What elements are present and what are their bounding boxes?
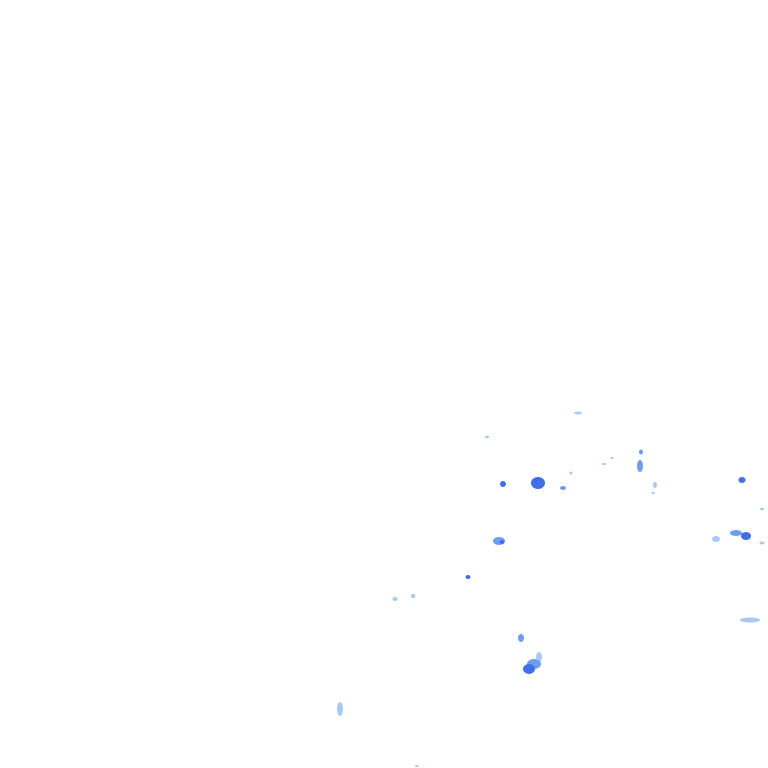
- radar-echo: [730, 530, 742, 536]
- radar-echoes-medium: [493, 449, 742, 669]
- radar-echo: [639, 449, 643, 455]
- radar-echo: [518, 634, 524, 642]
- radar-echoes-light: [337, 411, 765, 767]
- radar-echoes-heavy: [465, 477, 751, 674]
- radar-echo: [610, 457, 614, 459]
- radar-echo: [741, 532, 751, 540]
- radar-echo: [759, 541, 765, 545]
- radar-echo: [500, 481, 506, 487]
- radar-echo: [574, 411, 582, 415]
- radar-echo: [712, 536, 720, 542]
- radar-echo: [499, 540, 505, 544]
- radar-echo: [637, 460, 643, 472]
- radar-echo: [411, 594, 415, 598]
- radar-echo: [560, 486, 566, 490]
- radar-echo: [531, 477, 545, 489]
- radar-echo: [485, 435, 489, 439]
- radar-echo: [415, 765, 419, 767]
- radar-echo: [653, 482, 657, 488]
- radar-echo: [465, 575, 471, 579]
- radar-echo: [569, 471, 573, 475]
- radar-echo: [740, 617, 760, 623]
- radar-echo: [392, 597, 398, 601]
- radar-echo: [651, 491, 655, 495]
- radar-echo: [337, 702, 343, 716]
- radar-echo: [738, 477, 746, 483]
- radar-echo: [602, 463, 606, 465]
- radar-echo: [760, 507, 764, 511]
- radar-echo: [523, 664, 535, 674]
- radar-echo: [536, 652, 542, 662]
